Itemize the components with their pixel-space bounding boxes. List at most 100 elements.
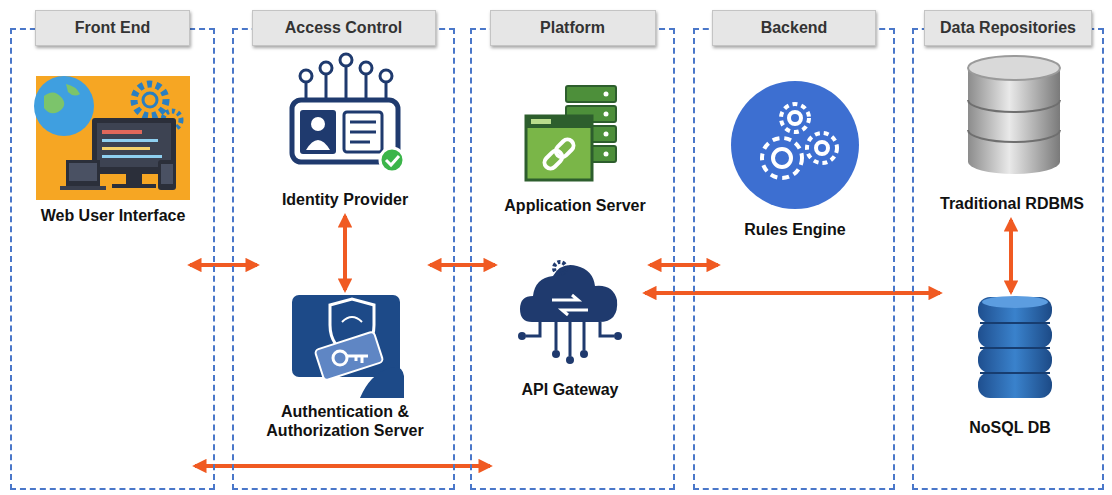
- icon-part: [69, 163, 97, 181]
- component-label: NoSQL DB: [939, 418, 1081, 437]
- component-label: API Gateway: [499, 380, 641, 399]
- component-node: NoSQL DB: [935, 292, 1085, 444]
- icon-part: [762, 138, 802, 178]
- tier-header-tab: Backend: [712, 10, 876, 46]
- double-arrow: [190, 263, 257, 267]
- icon-part: [980, 323, 1050, 373]
- icon-part: [315, 331, 384, 381]
- rules-engine-icon: [731, 81, 859, 209]
- tier-header-tab: Data Repositories: [924, 10, 1092, 46]
- api-gateway-icon: [518, 262, 622, 364]
- icon-part: [968, 150, 1060, 174]
- tier-header-tab: Access Control: [252, 10, 436, 46]
- rdbms-cylinder: [968, 56, 1060, 174]
- component-label: Web User Interface: [22, 206, 204, 225]
- icon-part: [102, 139, 158, 142]
- icon-part: [968, 100, 1060, 142]
- double-arrow: [650, 263, 718, 267]
- tier-header-tab: Front End: [35, 10, 190, 46]
- component-node: Identity Provider: [250, 52, 440, 216]
- app-server-icon: [526, 86, 616, 180]
- component-node: API Gateway: [495, 262, 645, 406]
- icon-part: [386, 156, 399, 165]
- double-arrow: [1009, 220, 1013, 292]
- tier-title: Backend: [761, 19, 828, 37]
- tier-band: PlatformApplication ServerAPI Gateway: [470, 28, 675, 490]
- icon-part: [552, 350, 560, 358]
- icon-part: [542, 148, 565, 171]
- tier-title: Front End: [75, 19, 151, 37]
- icon-part: [968, 68, 1060, 162]
- component-label: Traditional RDBMS: [931, 194, 1093, 213]
- component-label: Identity Provider: [254, 190, 436, 209]
- icon-part: [333, 351, 347, 365]
- icon-part: [518, 332, 526, 340]
- icon-part: [161, 164, 173, 184]
- icon-part: [526, 116, 592, 128]
- icon-part: [978, 347, 1052, 373]
- double-arrow: [343, 216, 347, 290]
- icon-part: [66, 160, 100, 186]
- tier-band: Access ControlIdentity ProviderAuthentic…: [232, 28, 455, 490]
- icon-part: [526, 322, 614, 356]
- icon-part: [604, 152, 609, 157]
- icon-part: [306, 140, 330, 150]
- icon-part: [346, 356, 368, 363]
- icon-part: [340, 54, 352, 66]
- component-node: Application Server: [480, 80, 670, 222]
- tier-title: Data Repositories: [940, 19, 1076, 37]
- icon-part: [789, 112, 801, 124]
- icon-part: [604, 92, 609, 97]
- icon-part: [604, 132, 609, 137]
- icon-part: [762, 104, 837, 178]
- icon-part: [807, 133, 837, 163]
- component-node: Traditional RDBMS: [927, 52, 1097, 220]
- icon-part: [531, 119, 551, 124]
- icon-part: [143, 93, 157, 107]
- icon-part: [380, 70, 392, 82]
- icon-part: [773, 149, 791, 167]
- icon-part: [566, 86, 616, 102]
- double-arrow: [645, 291, 940, 295]
- icon-part: [60, 186, 106, 190]
- identity-icon: [292, 54, 404, 172]
- component-label: Authentication & Authorization Server: [259, 402, 431, 440]
- auth-server-icon: [292, 295, 404, 398]
- icon-part: [604, 112, 609, 117]
- icon-part: [968, 56, 1060, 80]
- icon-part: [102, 155, 162, 158]
- icon-part: [566, 356, 574, 364]
- icon-part: [342, 317, 362, 322]
- web-ui-icon: [34, 76, 190, 200]
- tier-band: Data RepositoriesTraditional RDBMSNoSQL …: [912, 28, 1104, 490]
- double-arrow: [195, 464, 490, 468]
- double-arrow: [430, 263, 495, 267]
- icon-part: [102, 147, 150, 150]
- icon-part: [311, 117, 325, 131]
- tier-band: BackendRules Engine: [693, 28, 895, 490]
- icon-part: [360, 367, 404, 398]
- icon-part: [982, 296, 1048, 308]
- icon-part: [614, 332, 622, 340]
- icon-part: [520, 265, 617, 322]
- icon-part: [816, 142, 828, 154]
- icon-part: [350, 122, 376, 142]
- component-node: Web User Interface: [18, 72, 208, 232]
- nosql-stack: [978, 296, 1052, 398]
- icon-part: [320, 62, 332, 74]
- component-node: Authentication & Authorization Server: [255, 290, 435, 447]
- component-node: Rules Engine: [706, 78, 884, 246]
- icon-part: [34, 76, 94, 136]
- icon-part: [102, 130, 142, 134]
- tier-title: Access Control: [285, 19, 402, 37]
- icon-part: [526, 116, 592, 180]
- icon-part: [126, 174, 142, 184]
- tier-title: Platform: [540, 19, 605, 37]
- icon-part: [554, 262, 566, 274]
- icon-part: [112, 184, 156, 188]
- icon-part: [553, 137, 576, 160]
- icon-part: [552, 295, 588, 315]
